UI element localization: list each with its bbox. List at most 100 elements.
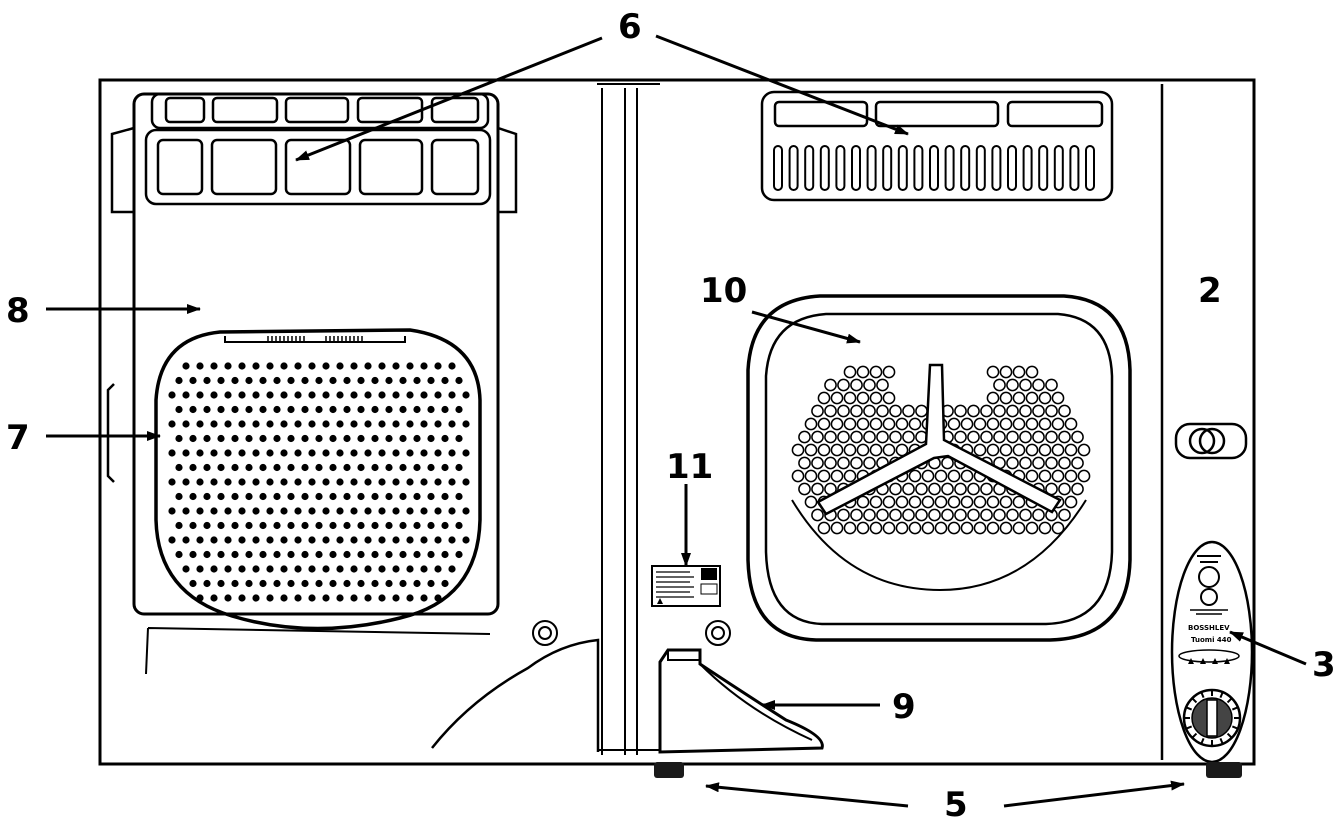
cover-hole bbox=[210, 478, 218, 486]
drum-hole bbox=[1077, 469, 1091, 483]
cover-hole bbox=[413, 405, 421, 414]
drum-hole bbox=[863, 456, 876, 470]
cover-hole bbox=[378, 507, 386, 515]
cover-hole bbox=[301, 376, 309, 385]
drum-hole bbox=[1058, 482, 1071, 496]
drum-hole bbox=[915, 482, 928, 496]
cover-hole bbox=[434, 478, 442, 486]
cover-hole bbox=[392, 565, 400, 573]
drum-hole bbox=[882, 365, 896, 379]
cover-hole bbox=[392, 362, 400, 370]
cover-hole bbox=[266, 391, 274, 399]
cover-hole bbox=[301, 434, 309, 443]
cover-hole bbox=[322, 391, 330, 399]
right-upper-vent bbox=[760, 90, 1114, 202]
cover-hole bbox=[315, 579, 323, 588]
cover-hole bbox=[427, 463, 435, 472]
cover-hole bbox=[406, 449, 414, 457]
cover-hole bbox=[336, 536, 344, 544]
drum-hole bbox=[1032, 456, 1045, 470]
cover-hole bbox=[336, 391, 344, 399]
cover-hole bbox=[238, 449, 246, 457]
cover-hole bbox=[294, 565, 302, 573]
drum-hole bbox=[811, 456, 824, 470]
callout-2: 2 bbox=[1198, 271, 1222, 311]
cover-hole bbox=[329, 463, 337, 472]
cover-hole bbox=[378, 565, 386, 573]
drum-hole bbox=[811, 508, 824, 522]
drum-hole bbox=[856, 365, 870, 379]
left-perforated-cover bbox=[154, 328, 482, 631]
cover-hole bbox=[189, 434, 197, 443]
cover-hole bbox=[273, 405, 281, 414]
cover-hole bbox=[252, 565, 260, 573]
cover-hole bbox=[252, 507, 260, 515]
callout-5: 5 bbox=[944, 785, 968, 821]
drum-hole bbox=[999, 365, 1013, 379]
drum-hole bbox=[1025, 469, 1039, 483]
cover-hole bbox=[406, 594, 414, 602]
drum-hole bbox=[837, 430, 850, 444]
drum-hole bbox=[967, 508, 980, 522]
cover-hole bbox=[434, 449, 442, 457]
drum-hole bbox=[1064, 495, 1078, 509]
drum-hole bbox=[902, 404, 915, 418]
drum-hole bbox=[856, 391, 870, 405]
cover-hole bbox=[308, 594, 316, 602]
vent-slot bbox=[929, 145, 939, 191]
drum-hole bbox=[960, 521, 974, 535]
cover-hole bbox=[203, 434, 211, 443]
vent-slot bbox=[975, 145, 986, 191]
drum-hole bbox=[1019, 378, 1032, 392]
drum-hole bbox=[993, 430, 1006, 444]
cover-hole bbox=[322, 507, 330, 515]
cover-hole bbox=[273, 550, 281, 559]
cover-hole bbox=[315, 521, 323, 530]
cover-hole bbox=[168, 449, 176, 457]
drum-hole bbox=[1038, 469, 1052, 483]
cover-hole bbox=[217, 376, 225, 385]
cover-hole bbox=[280, 507, 288, 515]
cover-hole bbox=[217, 492, 225, 501]
cover-hole bbox=[357, 376, 365, 385]
drum-hole bbox=[850, 378, 863, 392]
cover-hole bbox=[280, 594, 288, 602]
cover-hole bbox=[182, 536, 190, 544]
drum-hole bbox=[921, 521, 935, 535]
cover-hole bbox=[455, 521, 463, 530]
cover-hole bbox=[378, 449, 386, 457]
cover-hole bbox=[385, 492, 393, 501]
cover-hole bbox=[210, 594, 218, 602]
cover-hole bbox=[434, 507, 442, 515]
drum-hole bbox=[980, 508, 993, 522]
cover-hole bbox=[357, 434, 365, 443]
vent-slot bbox=[788, 145, 799, 191]
cover-hole bbox=[189, 521, 197, 530]
drum-hole bbox=[791, 443, 805, 457]
vent-slot bbox=[866, 145, 877, 191]
cover-hole bbox=[182, 478, 190, 486]
knob-tick bbox=[1226, 697, 1233, 704]
cover-hole bbox=[350, 362, 358, 370]
cover-hole bbox=[280, 362, 288, 370]
cover-hole bbox=[301, 463, 309, 472]
cover-hole bbox=[245, 434, 253, 443]
vent-slot bbox=[819, 145, 830, 191]
cover-hole bbox=[259, 550, 267, 559]
cover-hole bbox=[336, 478, 344, 486]
cover-hole bbox=[322, 449, 330, 457]
cover-hole bbox=[462, 507, 470, 515]
cover-hole bbox=[448, 362, 456, 370]
drum-hole bbox=[1012, 521, 1026, 535]
cover-hole bbox=[462, 478, 470, 486]
cover-hole bbox=[182, 449, 190, 457]
cover-hole bbox=[224, 507, 232, 515]
drum-hole bbox=[960, 469, 974, 483]
drum-hole bbox=[863, 404, 876, 418]
callout-10: 10 bbox=[700, 271, 747, 311]
cover-hole bbox=[399, 550, 407, 559]
cover-hole bbox=[259, 492, 267, 501]
drum-hole bbox=[1077, 443, 1091, 457]
drum-hole bbox=[1071, 482, 1084, 496]
cover-hole bbox=[210, 565, 218, 573]
